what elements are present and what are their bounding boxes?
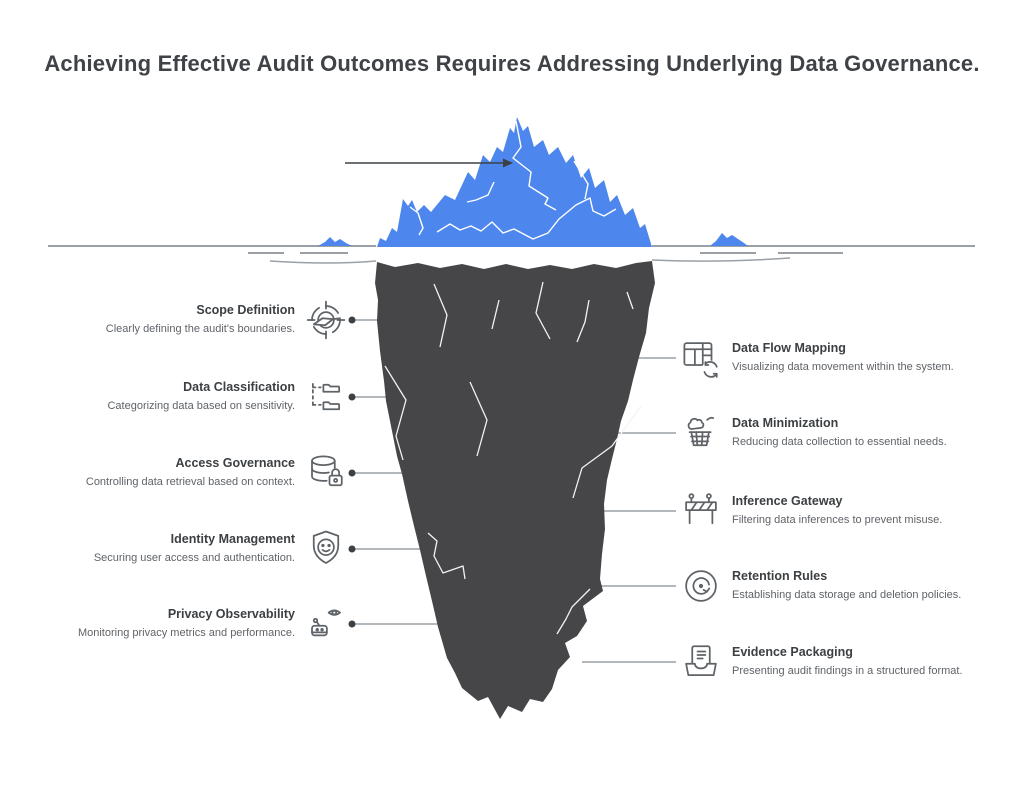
item-description: Clearly defining the audit's boundaries. <box>105 323 295 336</box>
item-label: Data Flow Mapping <box>732 341 846 356</box>
item-description: Filtering data inferences to prevent mis… <box>732 514 943 527</box>
waterline <box>48 245 975 264</box>
list-item-evidence-packaging: Evidence Packaging Presenting audit find… <box>680 640 963 684</box>
iceberg-top <box>377 117 652 247</box>
item-label: Data Minimization <box>732 416 839 431</box>
item-label: Evidence Packaging <box>732 645 853 660</box>
item-description: Presenting audit findings in a structure… <box>732 665 963 678</box>
mini-iceberg-left <box>318 237 352 246</box>
trash-cloud-icon <box>680 412 722 454</box>
item-label: Identity Management <box>170 532 295 547</box>
inbox-document-icon <box>680 641 722 683</box>
list-item-data-classification: Data Classification Categorizing data ba… <box>107 375 347 419</box>
tip-arrow <box>345 158 513 168</box>
folder-tree-icon <box>305 376 347 418</box>
item-label: Data Classification <box>183 380 295 395</box>
item-description: Controlling data retrieval based on cont… <box>85 476 295 489</box>
item-description: Monitoring privacy metrics and performan… <box>77 627 295 640</box>
connector-lines <box>352 319 676 663</box>
connector-dots <box>348 316 356 628</box>
item-description: Securing user access and authentication. <box>93 552 295 565</box>
table-sync-icon <box>680 337 722 379</box>
item-label: Privacy Observability <box>167 607 295 622</box>
list-item-data-minimization: Data Minimization Reducing data collecti… <box>680 411 947 455</box>
list-item-retention-rules: Retention Rules Establishing data storag… <box>680 564 961 608</box>
iceberg-bottom-cracks <box>384 281 642 635</box>
item-label: Access Governance <box>175 456 295 471</box>
mini-iceberg-right <box>710 233 748 246</box>
barrier-icon <box>680 490 722 532</box>
item-description: Visualizing data movement within the sys… <box>732 361 954 374</box>
item-label: Scope Definition <box>196 303 295 318</box>
list-item-inference-gateway: Inference Gateway Filtering data inferen… <box>680 489 942 533</box>
list-item-privacy-observability: Privacy Observability Monitoring privacy… <box>78 602 347 646</box>
list-item-identity-management: Identity Management Securing user access… <box>94 527 347 571</box>
iceberg-top-cracks <box>409 120 617 240</box>
page-title: Achieving Effective Audit Outcomes Requi… <box>44 51 980 76</box>
item-description: Establishing data storage and deletion p… <box>732 589 962 602</box>
shield-face-icon <box>305 528 347 570</box>
eye-bot-icon <box>305 603 347 645</box>
rotate-arrow-icon <box>680 565 722 607</box>
item-description: Reducing data collection to essential ne… <box>732 436 947 449</box>
target-scope-icon <box>305 299 347 341</box>
list-item-access-governance: Access Governance Controlling data retri… <box>86 451 347 495</box>
list-item-scope-definition: Scope Definition Clearly defining the au… <box>106 298 347 342</box>
item-description: Categorizing data based on sensitivity. <box>107 400 295 413</box>
database-lock-icon <box>305 452 347 494</box>
item-label: Retention Rules <box>732 569 828 584</box>
iceberg-bottom <box>375 261 655 719</box>
item-label: Inference Gateway <box>732 494 843 509</box>
list-item-data-flow-mapping: Data Flow Mapping Visualizing data movem… <box>680 336 954 380</box>
